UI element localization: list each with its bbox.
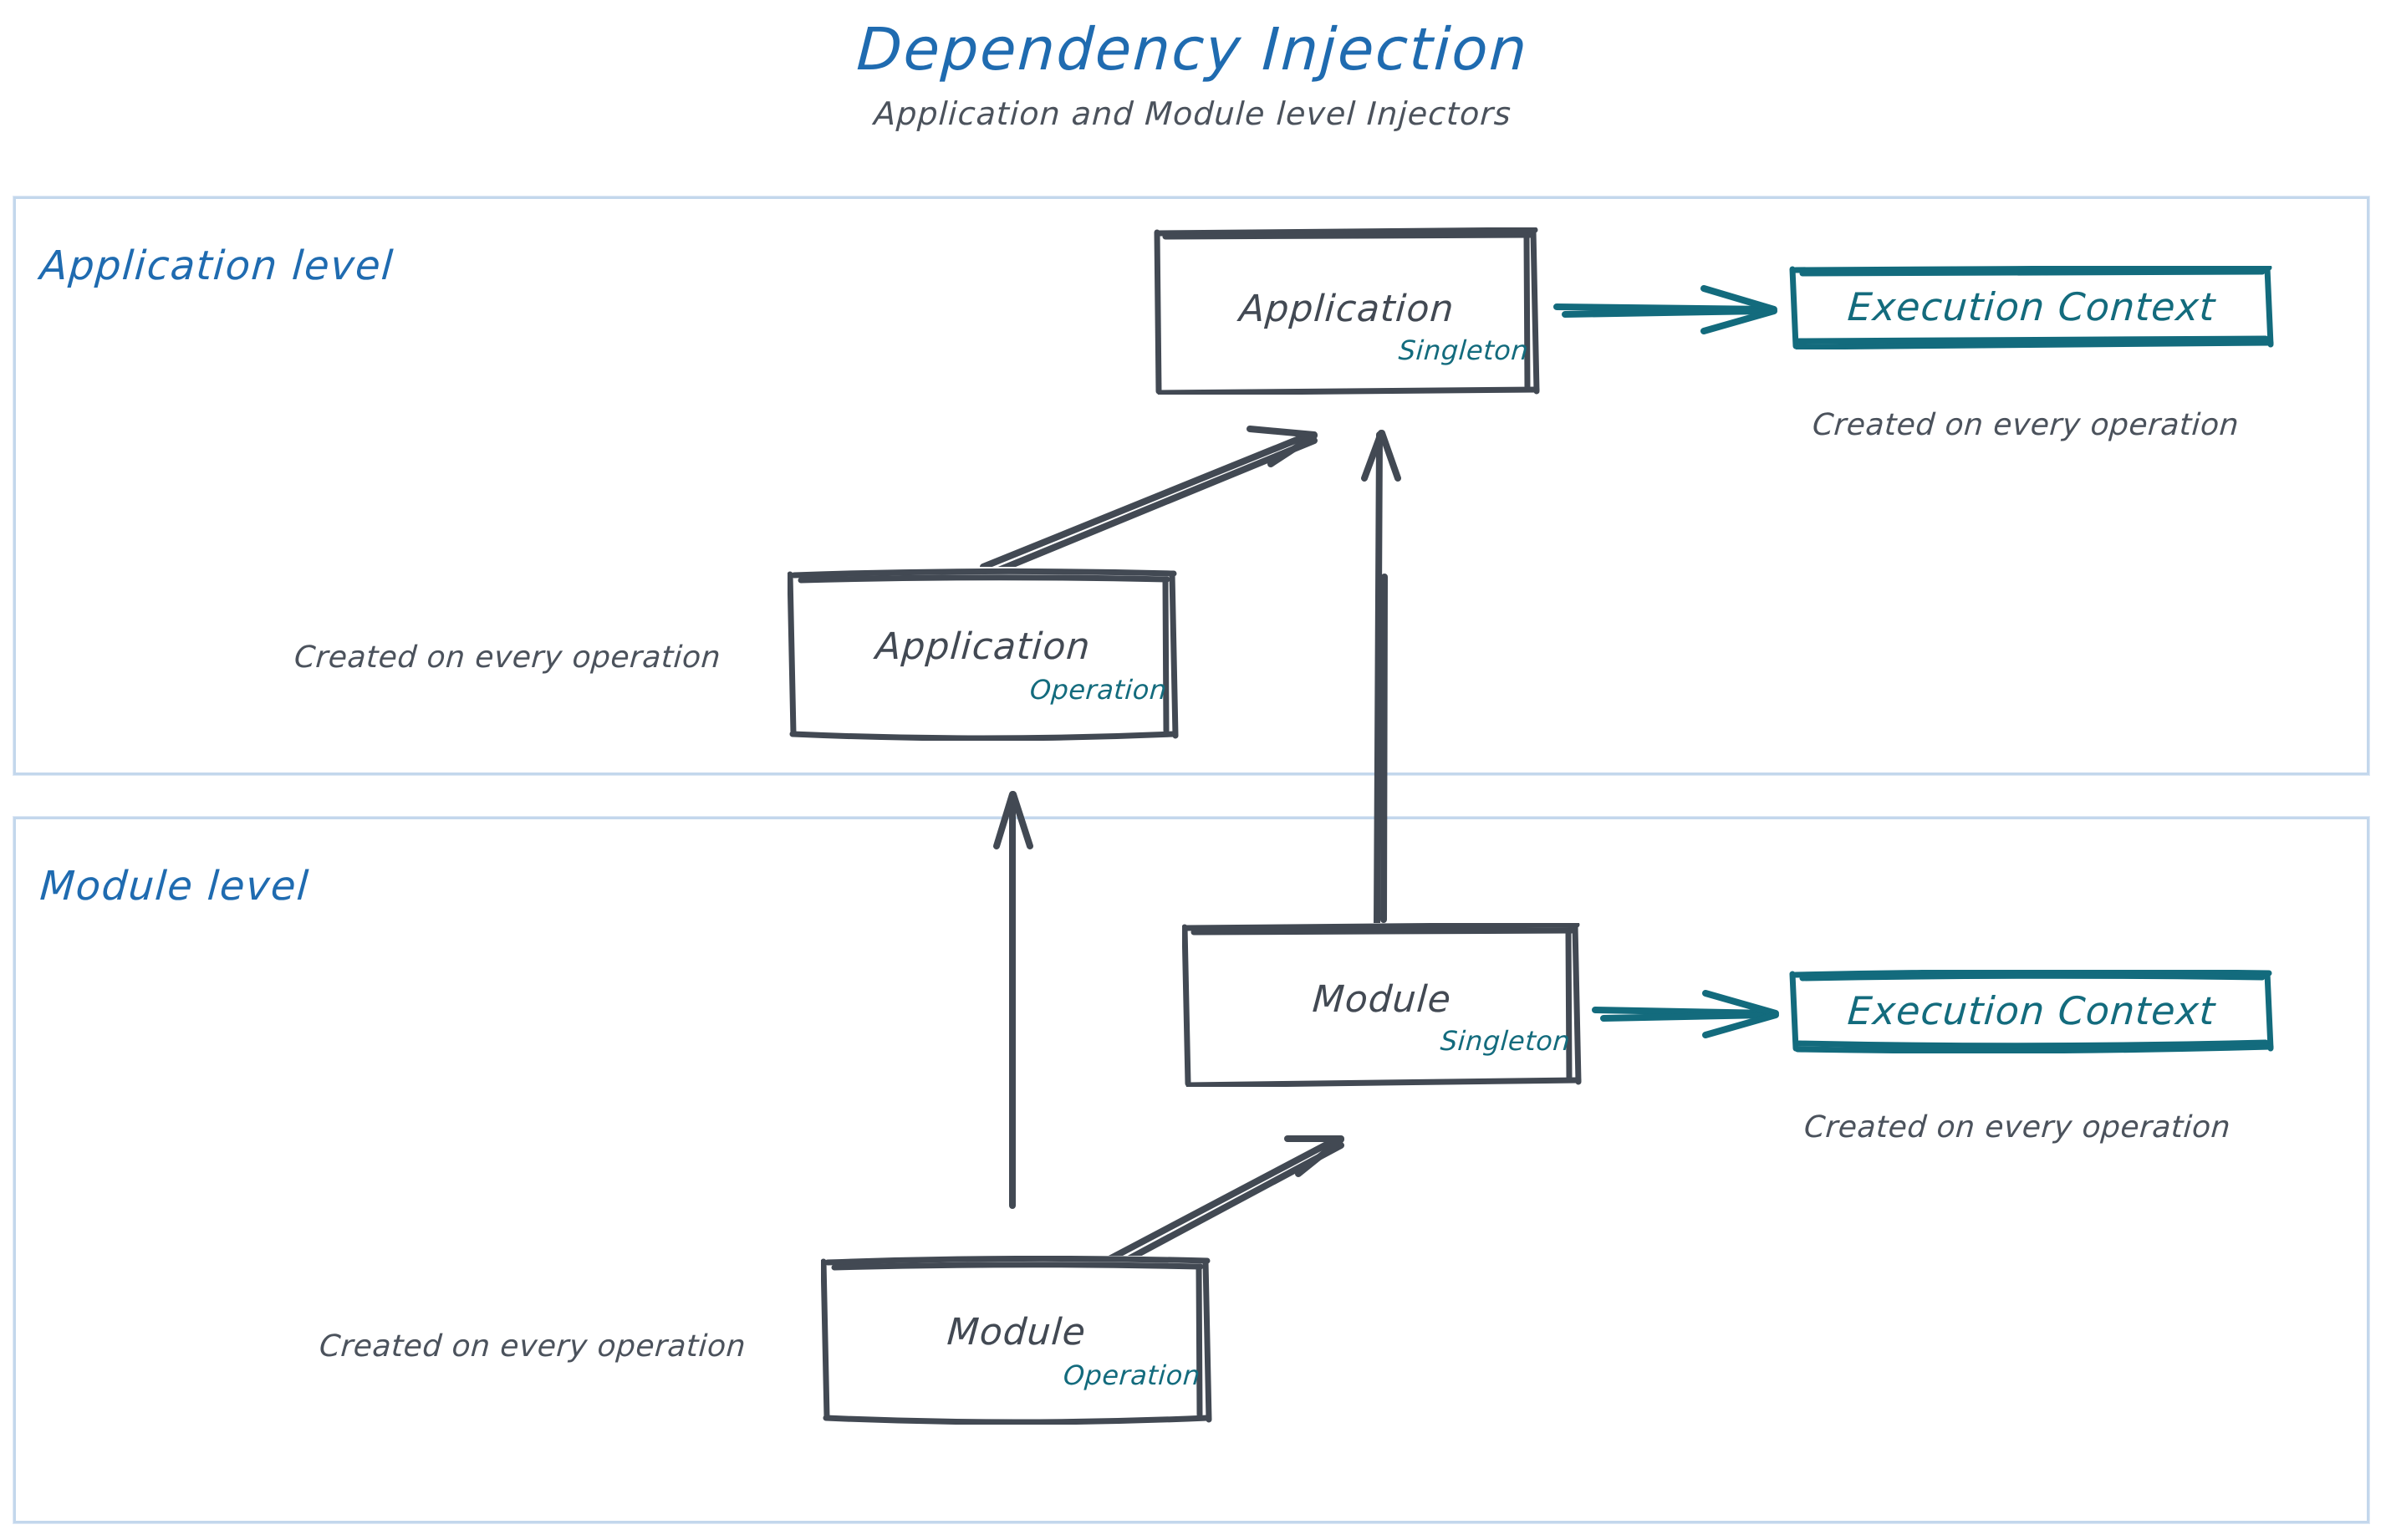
caption-application-operation: Created on every operation [293, 640, 722, 675]
caption-execution-context-module: Created on every operation [1802, 1110, 2232, 1145]
box-application-singleton[interactable]: Application Singleton [1154, 227, 1540, 395]
page-title: Dependency Injection [854, 15, 1531, 84]
box-stereotype: Singleton [1439, 1025, 1572, 1057]
box-title: Application [1237, 288, 1456, 330]
box-execution-context-module[interactable]: Execution Context [1789, 970, 2274, 1053]
box-application-operation[interactable]: Application Operation [788, 567, 1179, 741]
box-module-operation[interactable]: Module Operation [821, 1256, 1212, 1425]
box-title: Execution Context [1846, 988, 2217, 1033]
box-module-singleton[interactable]: Module Singleton [1182, 923, 1582, 1087]
box-title: Module [946, 1311, 1088, 1354]
panel-application-level [13, 196, 2369, 775]
panel-module-level [13, 817, 2369, 1523]
box-stereotype: Singleton [1397, 334, 1530, 366]
caption-module-operation: Created on every operation [318, 1329, 747, 1364]
label-application-level: Application level [38, 242, 396, 289]
label-module-level: Module level [38, 863, 311, 910]
caption-execution-context-application: Created on every operation [1811, 408, 2241, 442]
box-execution-context-application[interactable]: Execution Context [1789, 266, 2274, 349]
title-area: Dependency Injection Application and Mod… [0, 0, 2386, 176]
box-title: Module [1311, 978, 1453, 1021]
box-title: Application [874, 625, 1093, 668]
box-stereotype: Operation [1062, 1359, 1202, 1391]
box-title: Execution Context [1846, 284, 2217, 329]
page-subtitle: Application and Module level Injectors [873, 95, 1512, 132]
box-stereotype: Operation [1028, 674, 1169, 706]
